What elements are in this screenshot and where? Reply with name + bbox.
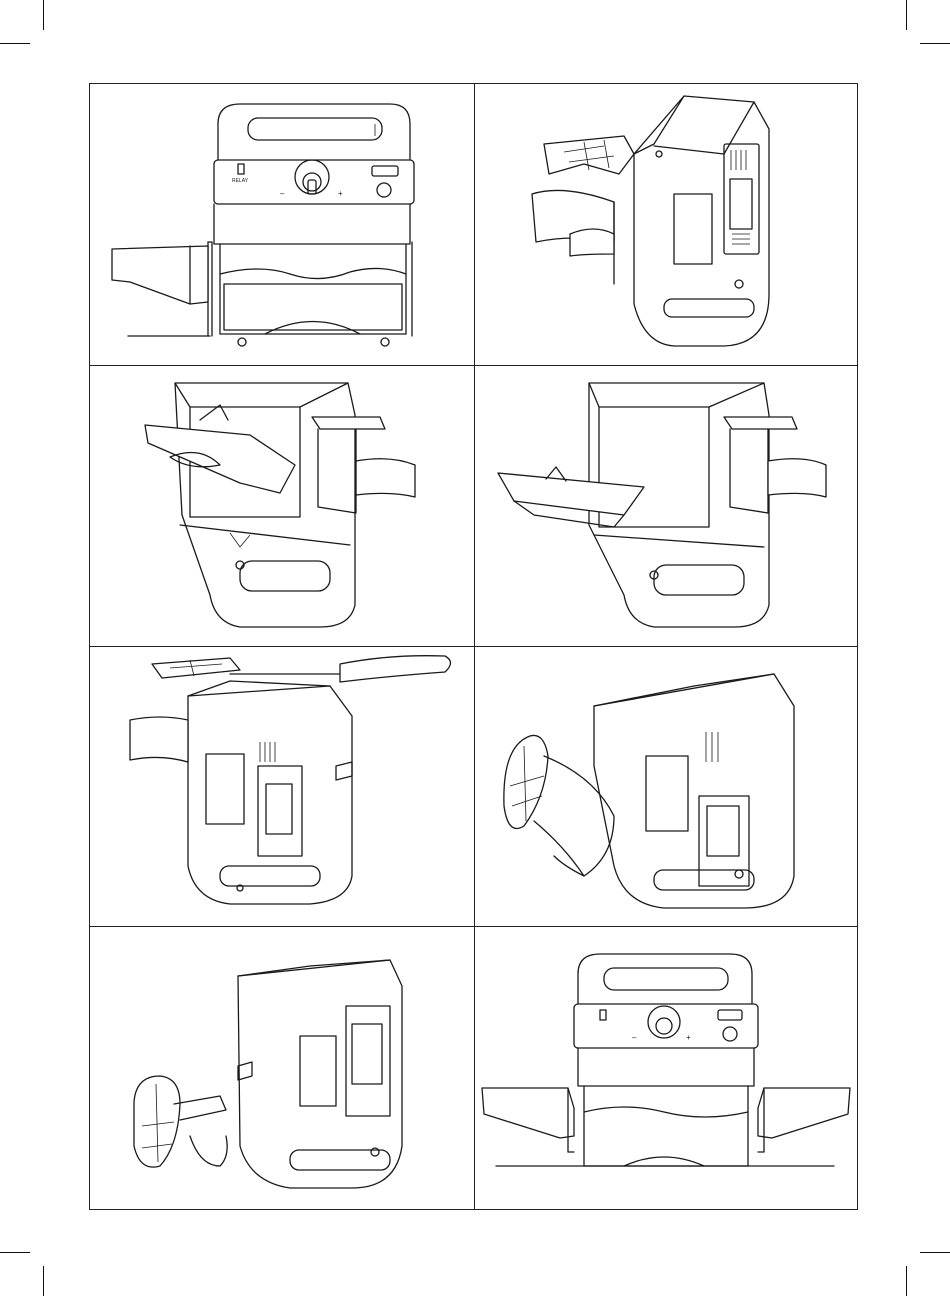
crop-mark-top-right-h xyxy=(920,43,950,44)
svg-text:–: – xyxy=(632,1033,637,1042)
crop-mark-top-left-h xyxy=(0,43,30,44)
printer-cover-removed-icon xyxy=(474,365,859,646)
panel-2-back-strap-open xyxy=(474,84,859,365)
panel-6-back-clip-rotating xyxy=(474,646,859,926)
panel-5-back-screwdriver xyxy=(90,646,474,926)
printer-front-both-clips-icon: – + xyxy=(474,926,859,1211)
svg-text:+: + xyxy=(686,1033,691,1042)
crop-mark-bottom-left-v xyxy=(43,1266,44,1296)
svg-text:–: – xyxy=(280,189,285,198)
svg-text:RELAY: RELAY xyxy=(232,178,249,184)
panel-1-front-view: RELAY – + xyxy=(90,84,474,365)
printer-cover-open-icon xyxy=(90,365,474,646)
panel-7-back-clip-detached xyxy=(90,926,474,1211)
crop-mark-top-right-v xyxy=(906,0,907,30)
printer-back-icon xyxy=(474,84,859,365)
screwdriver-icon xyxy=(90,646,474,926)
panel-4-cover-removed xyxy=(474,365,859,646)
belt-clip-detached-icon xyxy=(90,926,474,1211)
crop-mark-bottom-left-h xyxy=(0,1252,30,1253)
panel-8-front-both-clips: – + xyxy=(474,926,859,1211)
crop-mark-bottom-right-v xyxy=(906,1266,907,1296)
illustration-grid: RELAY – + xyxy=(89,83,858,1210)
belt-clip-rotating-icon xyxy=(474,646,859,926)
svg-text:+: + xyxy=(338,189,343,198)
panel-3-cover-lifting xyxy=(90,365,474,646)
crop-mark-bottom-right-h xyxy=(920,1252,950,1253)
crop-mark-top-left-v xyxy=(43,0,44,30)
printer-front-icon: RELAY – + xyxy=(90,84,474,365)
